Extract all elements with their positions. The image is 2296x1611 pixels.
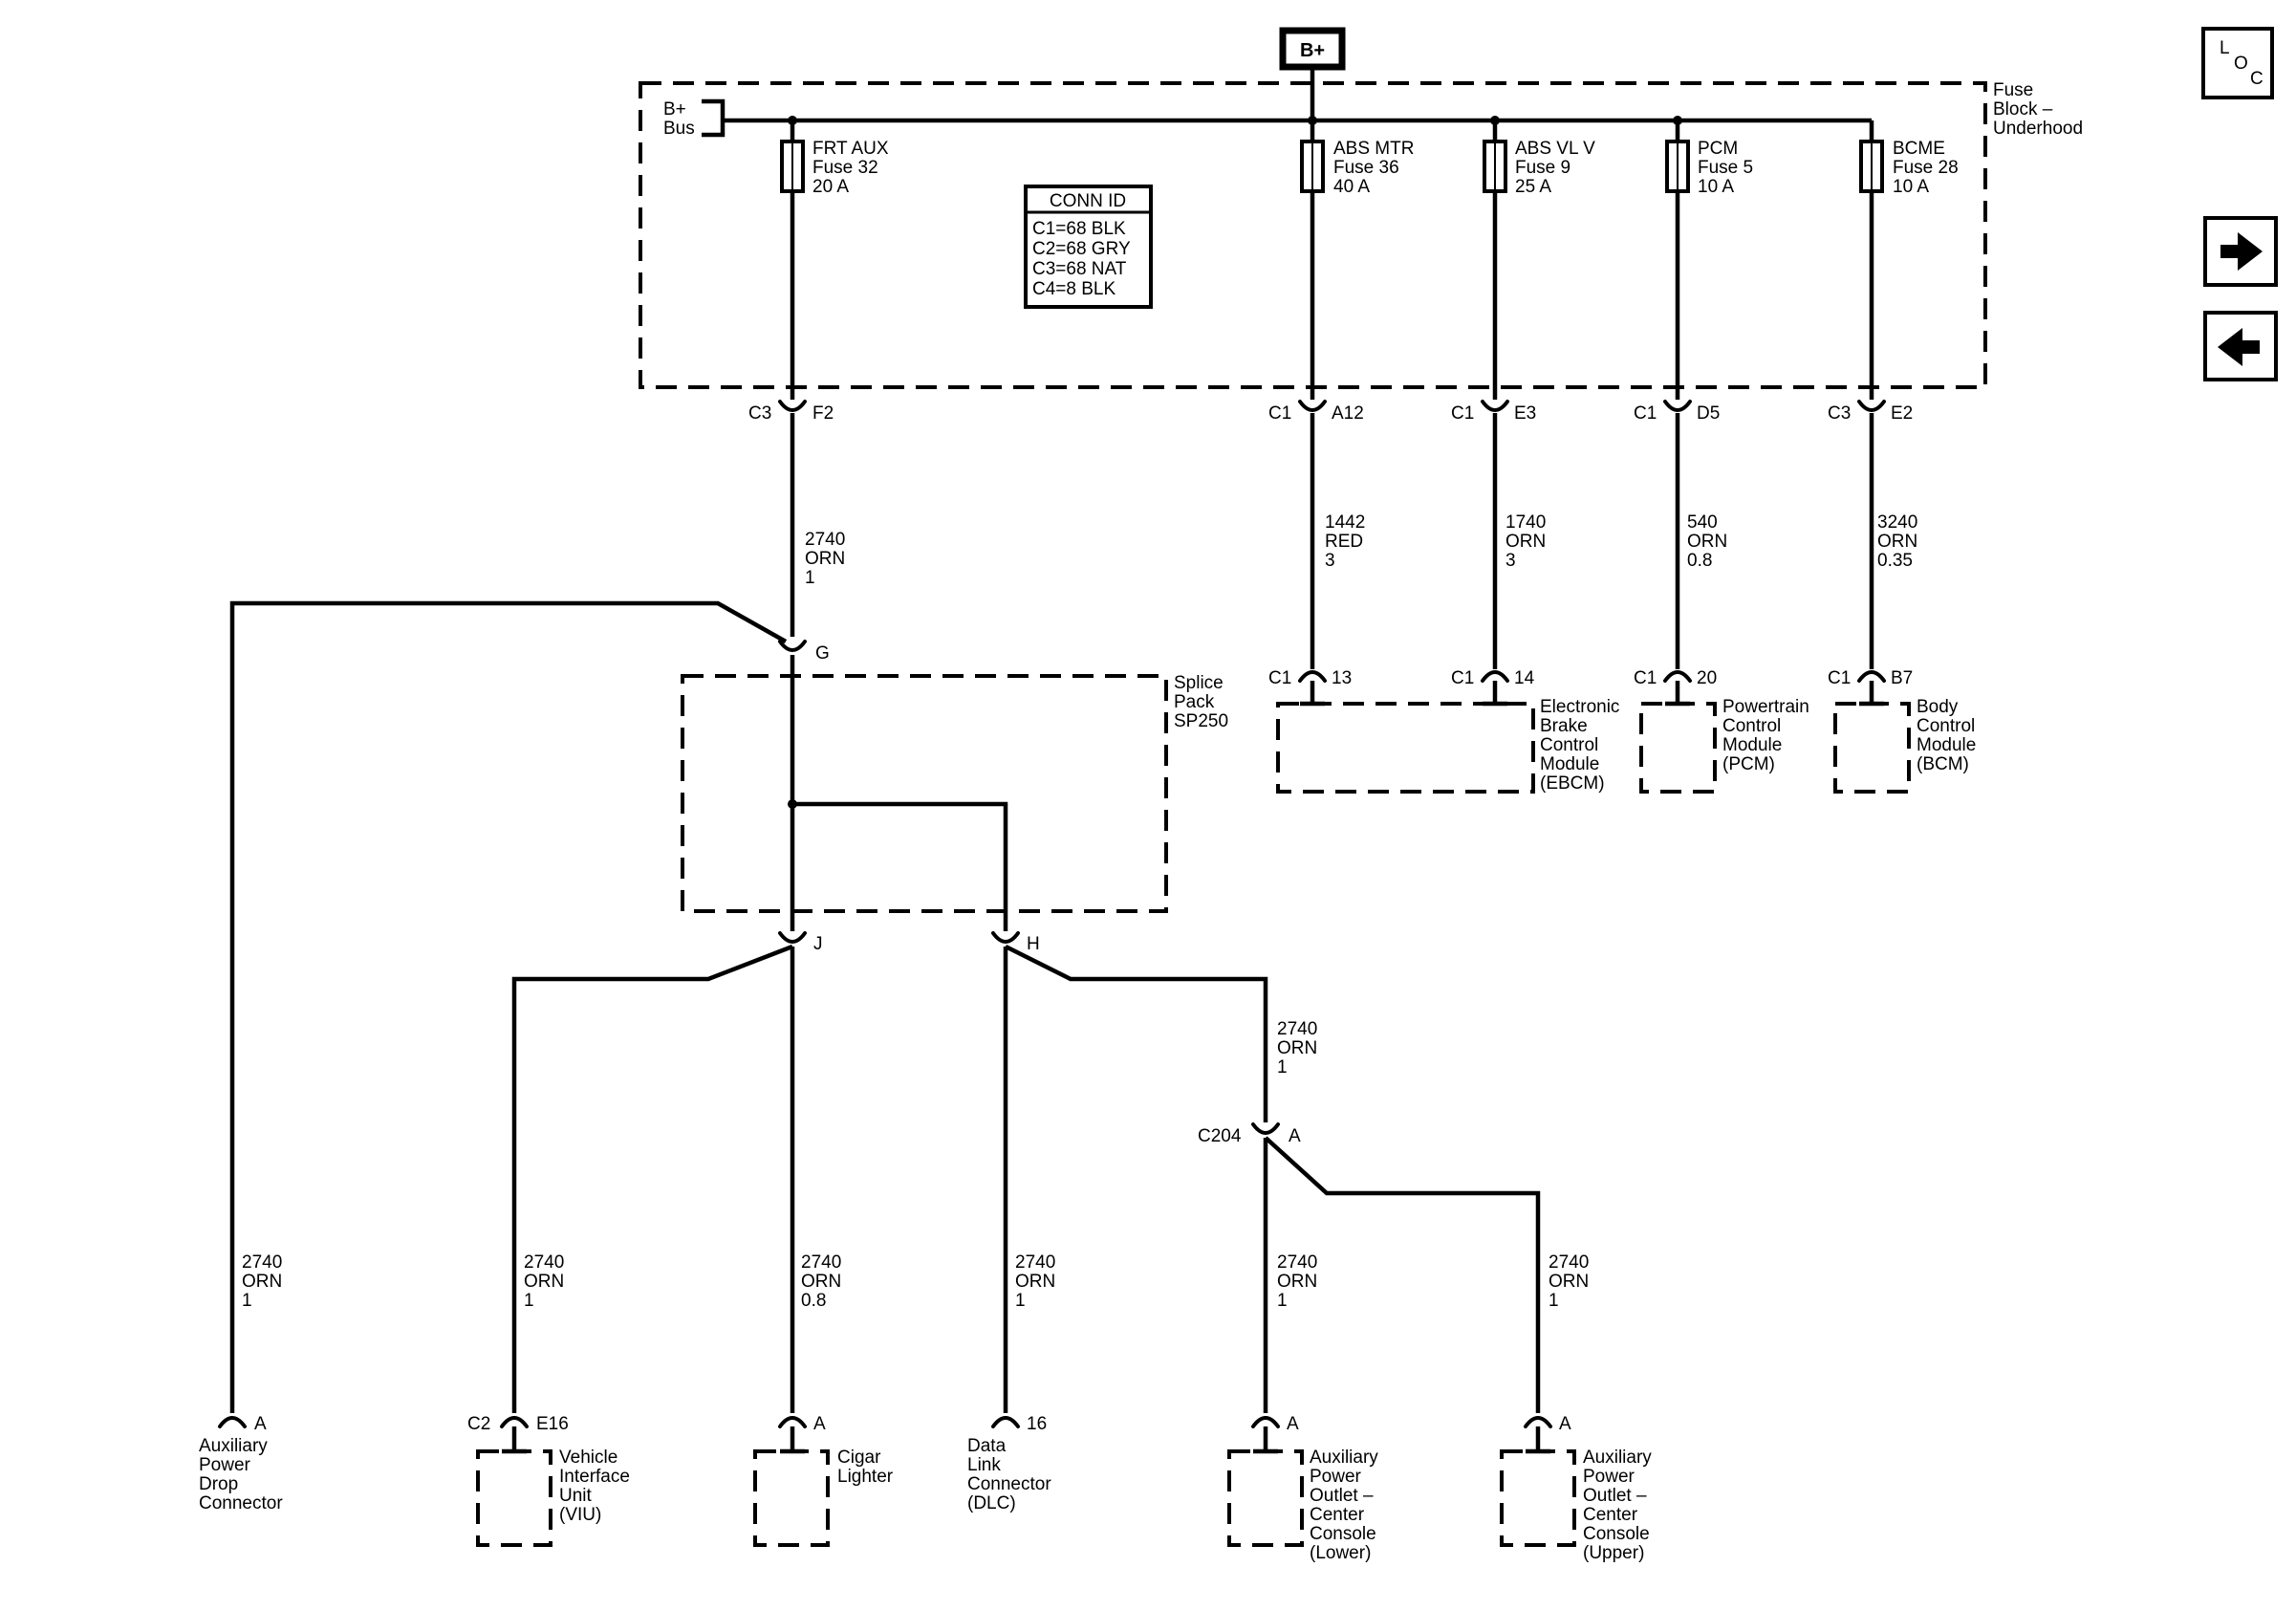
conn-id-title: CONN ID	[1050, 191, 1126, 211]
splice-pin-g: G	[815, 643, 830, 664]
wire-1740-label: 1740 ORN 3	[1505, 512, 1551, 571]
fuse-abs-mtr: ABS MTR Fuse 36 40 A	[1300, 120, 1419, 197]
aux-power-drop-connector: A Auxiliary Power Drop Connector	[199, 1414, 283, 1513]
loc-button[interactable]: L O C	[2201, 27, 2274, 99]
pcm-pin-20: 20	[1697, 668, 1717, 688]
viu-c2-conn: C2	[467, 1414, 490, 1434]
fuse-out-c3-conn: C3	[748, 403, 771, 424]
ebcm-label: Electronic Brake Control Module (EBCM)	[1540, 697, 1625, 794]
splice-pin-j: J	[813, 934, 823, 954]
wire-1442-label: 1442 RED 3	[1325, 512, 1371, 571]
b-plus-label: B+	[1300, 40, 1325, 61]
pcm-c1-conn: C1	[1634, 668, 1657, 688]
fuse-block-title: Fuse Block – Underhood	[1993, 80, 2083, 139]
wire-2740-label: 2740 ORN 1	[805, 530, 851, 588]
fuse-out-f2-pin: F2	[812, 403, 834, 424]
bcm-label: Body Control Module (BCM)	[1917, 697, 1982, 774]
vehicle-interface-unit: C2 E16 Vehicle Interface Unit (VIU)	[467, 1414, 635, 1547]
wire-to-dlc-label: 2740 ORN 1	[1015, 1252, 1061, 1311]
wire-to-viu-label: 2740 ORN 1	[524, 1252, 570, 1311]
outlet-upper-label: Auxiliary Power Outlet – Center Console …	[1583, 1448, 1657, 1563]
fuse-bcme-label: BCME Fuse 28 10 A	[1893, 139, 1963, 197]
fuse-out-a12-pin: A12	[1332, 403, 1364, 424]
conn-id-box: CONN ID C1=68 BLK C2=68 GRY C3=68 NAT C4…	[1024, 185, 1153, 309]
wire-to-outlet-lower-label: 2740 ORN 1	[1277, 1252, 1323, 1311]
c204-pin-a: A	[1289, 1126, 1301, 1146]
b-plus-supply: B+	[1279, 27, 1346, 120]
fuse-abs-vl-v-label: ABS VL V Fuse 9 25 A	[1515, 139, 1600, 197]
aux-power-outlet-lower: A Auxiliary Power Outlet – Center Consol…	[1227, 1414, 1383, 1563]
fuse-out-e3-pin: E3	[1514, 403, 1536, 424]
data-link-connector: 16 Data Link Connector (DLC)	[967, 1414, 1056, 1513]
fuse-abs-mtr-label: ABS MTR Fuse 36 40 A	[1333, 139, 1419, 197]
fuse-pcm: PCM Fuse 5 10 A	[1665, 120, 1758, 197]
splice-pack-label: Splice Pack SP250	[1174, 673, 1228, 731]
aux-power-outlet-upper: A Auxiliary Power Outlet – Center Consol…	[1500, 1414, 1657, 1563]
c204-conn: C204	[1198, 1126, 1242, 1146]
wire-to-outlet-upper-label: 2740 ORN 1	[1549, 1252, 1594, 1311]
fuse-frt-aux-label: FRT AUX Fuse 32 20 A	[812, 139, 894, 197]
aux-drop-pin-a: A	[254, 1414, 267, 1434]
outlet-lower-pin-a: A	[1287, 1414, 1299, 1434]
dlc-pin-16: 16	[1027, 1414, 1047, 1434]
ebcm-c1-13-conn: C1	[1268, 668, 1291, 688]
fuse-out-c1-e3-conn: C1	[1451, 403, 1474, 424]
conn-id-list: C1=68 BLK C2=68 GRY C3=68 NAT C4=8 BLK	[1032, 219, 1136, 299]
ebcm-pin-14: 14	[1514, 668, 1535, 688]
arrow-left-icon	[2218, 328, 2260, 366]
cigar-pin-a: A	[813, 1414, 826, 1434]
b-plus-bus-label: B+ Bus	[663, 99, 695, 139]
ebcm-c1-14-conn: C1	[1451, 668, 1474, 688]
back-button[interactable]	[2203, 311, 2278, 381]
bcm-c1-conn: C1	[1828, 668, 1851, 688]
ebcm-module: C1 13 C1 14 Electronic Brake Control Mod…	[1268, 668, 1625, 794]
fuse-abs-vl-v: ABS VL V Fuse 9 25 A	[1483, 120, 1600, 197]
wire-3240-label: 3240 ORN 0.35	[1877, 512, 1923, 571]
ebcm-pin-13: 13	[1332, 668, 1352, 688]
outlet-lower-label: Auxiliary Power Outlet – Center Console …	[1310, 1448, 1383, 1563]
pcm-module: C1 20 Powertrain Control Module (PCM)	[1634, 668, 1814, 794]
outlet-upper-pin-a: A	[1559, 1414, 1571, 1434]
fuse-out-e2-pin: E2	[1891, 403, 1913, 424]
bcm-pin-b7: B7	[1891, 668, 1913, 688]
loc-letter-o: O	[2234, 54, 2248, 74]
wire-to-aux-drop-label: 2740 ORN 1	[242, 1252, 288, 1311]
fuse-out-c1-d5-conn: C1	[1634, 403, 1657, 424]
fuse-block-underhood: Fuse Block – Underhood B+ Bus FRT AUX Fu…	[639, 80, 2083, 389]
loc-letter-l: L	[2220, 38, 2230, 58]
fuse-out-c1-a12-conn: C1	[1268, 403, 1291, 424]
viu-label: Vehicle Interface Unit (VIU)	[559, 1448, 635, 1525]
c204-connector: C204 A	[1198, 1122, 1301, 1146]
fuse-out-d5-pin: D5	[1697, 403, 1720, 424]
splice-pin-h: H	[1027, 934, 1040, 954]
fuse-bcme: BCME Fuse 28 10 A	[1859, 120, 1963, 197]
cigar-lighter-label: Cigar Lighter	[837, 1448, 894, 1487]
loc-letter-c: C	[2250, 69, 2264, 89]
wire-2740-to-c204-label: 2740 ORN 1	[1277, 1019, 1323, 1078]
forward-button[interactable]	[2203, 216, 2278, 287]
cigar-lighter: A Cigar Lighter	[753, 1414, 894, 1547]
fuse-frt-aux: FRT AUX Fuse 32 20 A	[780, 120, 894, 197]
viu-pin-e16: E16	[536, 1414, 569, 1434]
dlc-label: Data Link Connector (DLC)	[967, 1436, 1056, 1513]
fuse-pcm-label: PCM Fuse 5 10 A	[1698, 139, 1758, 197]
pcm-label: Powertrain Control Module (PCM)	[1722, 697, 1814, 774]
splice-pack-sp250: G Splice Pack SP250 J H	[229, 600, 1228, 1413]
arrow-right-icon	[2220, 232, 2263, 271]
aux-drop-label: Auxiliary Power Drop Connector	[199, 1436, 283, 1513]
bcm-module: C1 B7 Body Control Module (BCM)	[1828, 668, 1982, 794]
wire-540-label: 540 ORN 0.8	[1687, 512, 1733, 571]
wire-to-cigar-label: 2740 ORN 0.8	[801, 1252, 847, 1311]
fuse-out-c3-e2-conn: C3	[1828, 403, 1851, 424]
